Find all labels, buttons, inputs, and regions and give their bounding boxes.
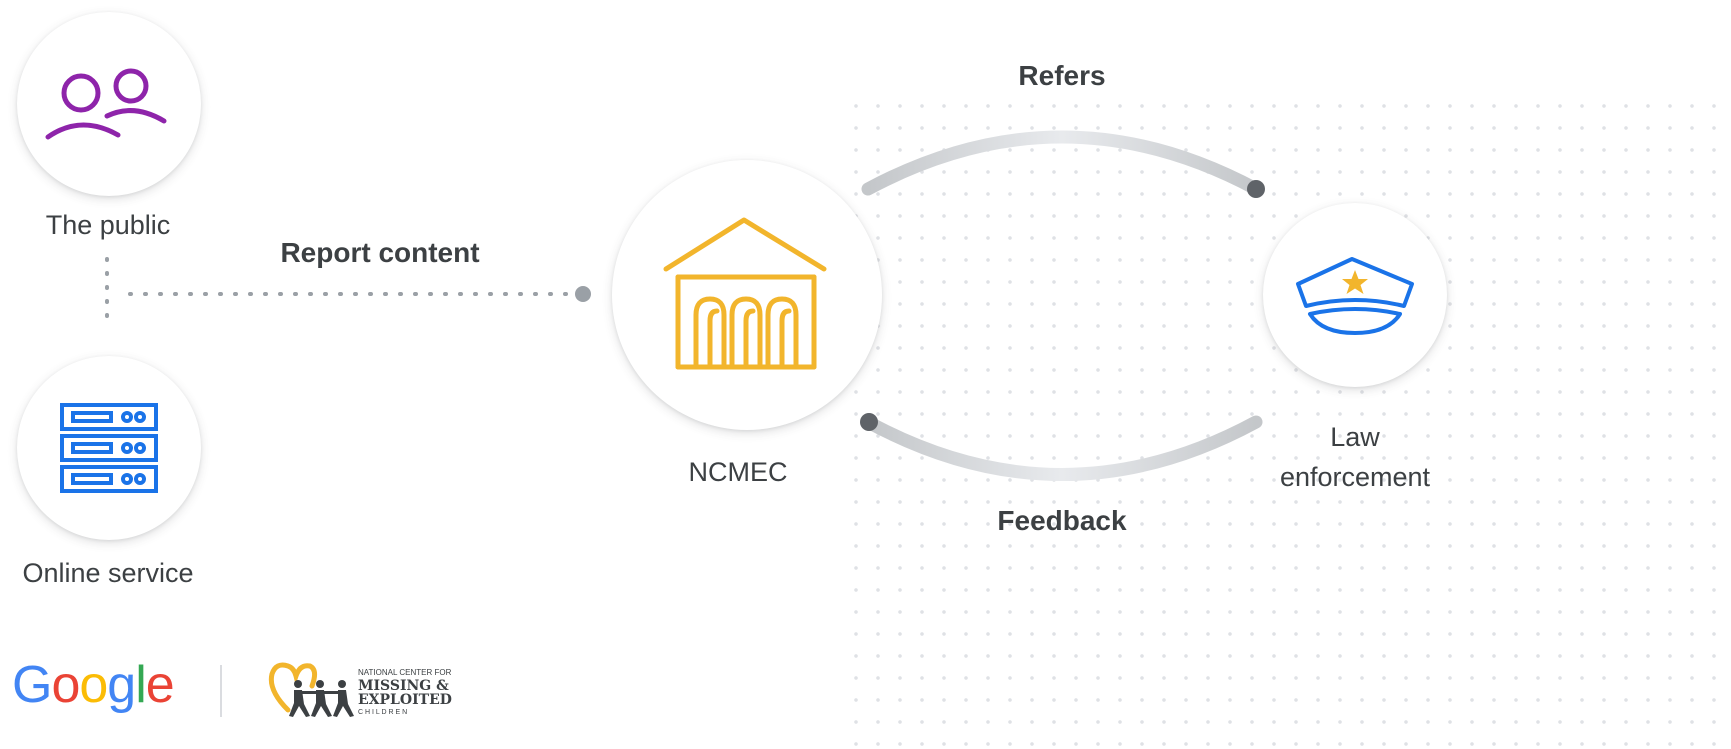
refers-label: Refers	[1018, 60, 1106, 91]
ncmec-main-text-1: MISSING &	[358, 678, 449, 694]
star-icon	[1342, 270, 1368, 294]
ncmec-node	[612, 160, 882, 430]
feedback-label: Feedback	[997, 505, 1127, 536]
law-enforcement-label: Law enforcement	[1225, 417, 1485, 497]
ncmec-label: NCMEC	[688, 457, 788, 487]
report-content-endpoint	[575, 286, 591, 302]
server-icon	[60, 403, 158, 493]
building-icon	[663, 217, 827, 370]
refers-arc	[861, 130, 1263, 196]
ncmec-small-text: NATIONAL CENTER FOR	[358, 668, 452, 677]
online-service-label: Online service	[22, 558, 194, 588]
dot-grid-background	[845, 95, 1731, 749]
police-cap-icon	[1296, 257, 1414, 335]
public-label: The public	[45, 210, 171, 240]
ncmec-main-text-2: EXPLOITED	[358, 692, 452, 708]
google-logo: Google	[12, 656, 175, 714]
online-service-node	[17, 356, 201, 540]
ncmec-heart-logo-icon	[268, 662, 354, 717]
feedback-endpoint	[860, 413, 878, 431]
law-enforcement-node	[1263, 203, 1447, 387]
refers-endpoint	[1247, 180, 1265, 198]
report-content-label: Report content	[280, 237, 480, 268]
public-node	[17, 12, 201, 196]
ncmec-wordmark: NATIONAL CENTER FOR MISSING & EXPLOITED …	[358, 668, 468, 717]
logo-divider	[220, 665, 222, 717]
ncmec-children-text: C H I L D R E N	[358, 709, 408, 716]
law-label-line2: enforcement	[1279, 462, 1431, 492]
people-icon	[45, 68, 167, 140]
law-label-line1: Law	[1330, 422, 1380, 452]
feedback-arc	[861, 415, 1263, 481]
